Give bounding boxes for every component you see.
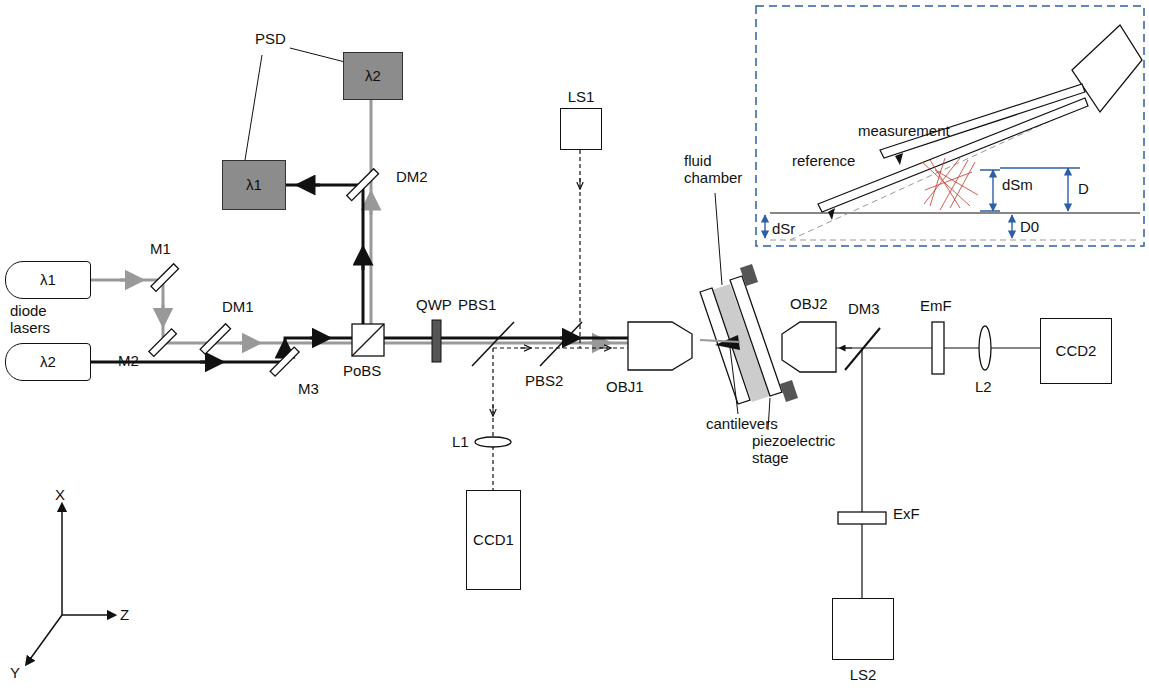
diode-laser: λ1 xyxy=(5,261,91,299)
axis-label: X xyxy=(55,486,65,503)
part-label: measurement xyxy=(858,122,950,139)
diode-laser: λ2 xyxy=(5,343,91,381)
component-label: fluid chamber xyxy=(684,152,748,187)
light-source: LS1 xyxy=(560,108,602,150)
component-label: cantilevers xyxy=(706,415,778,432)
lens-label: L2 xyxy=(975,378,992,395)
camera: CCD1 xyxy=(466,490,521,590)
node-text: λ2 xyxy=(365,67,381,84)
node-text: CCD2 xyxy=(1056,342,1097,359)
mirror-label: M2 xyxy=(118,352,139,369)
node-text: λ1 xyxy=(40,271,56,288)
lens-label: L1 xyxy=(452,433,469,450)
node-text: LS2 xyxy=(850,666,877,683)
objective-label: OBJ2 xyxy=(790,295,828,312)
component-label: PoBS xyxy=(343,362,381,379)
light-source: LS2 xyxy=(832,598,894,660)
camera: CCD2 xyxy=(1040,318,1112,384)
mirror-label: DM2 xyxy=(396,168,428,185)
part-label: reference xyxy=(792,152,855,169)
mirror-label: M1 xyxy=(150,240,171,257)
component-label: PBS1 xyxy=(458,296,496,313)
mirror-label: DM1 xyxy=(222,298,254,315)
dimension-label: D xyxy=(1078,180,1089,197)
node-text: λ2 xyxy=(40,353,56,370)
dimension-label: D0 xyxy=(1020,218,1039,235)
group-label: diode lasers xyxy=(10,302,72,337)
component-label: piezoelectric stage xyxy=(752,432,852,467)
mirror-label: DM3 xyxy=(848,300,880,317)
filter-label: EmF xyxy=(920,297,952,314)
filter-label: ExF xyxy=(893,505,920,522)
axis-label: Z xyxy=(120,606,129,623)
objective-label: OBJ1 xyxy=(606,378,644,395)
node-text: λ1 xyxy=(246,176,262,193)
component-label: QWP xyxy=(416,296,452,313)
node-text: LS1 xyxy=(568,88,595,105)
axis-label: Y xyxy=(10,664,20,681)
mirror-label: M3 xyxy=(298,380,319,397)
dimension-label: dSr xyxy=(772,220,795,237)
psd-detector: λ1 xyxy=(222,160,286,210)
instrument-name: PSD xyxy=(255,30,286,47)
component-label: PBS2 xyxy=(525,372,563,389)
dimension-label: dSm xyxy=(1002,176,1033,193)
node-text: CCD1 xyxy=(473,531,514,548)
psd-detector: λ2 xyxy=(343,52,403,100)
